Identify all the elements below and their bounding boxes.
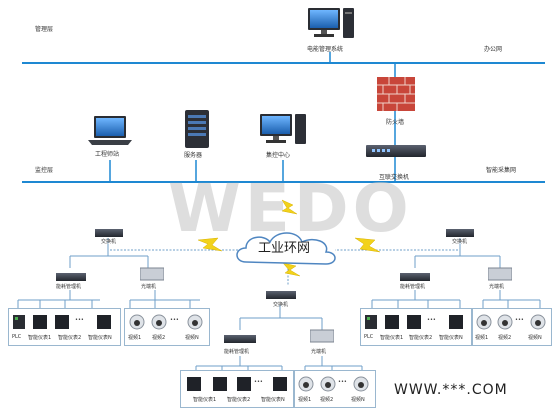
left-switch-label: 交换机: [101, 239, 117, 245]
center-meterN-label: 智能仪表N: [261, 397, 285, 403]
center-meter1-label: 智能仪表1: [193, 397, 217, 403]
meter-icons: [13, 315, 111, 329]
left-plc-label: PLC: [12, 334, 22, 340]
center-optical-label: 光端机: [311, 349, 327, 355]
right-optical-label: 光端机: [489, 284, 505, 290]
desktop-computer-icon: [260, 114, 306, 144]
switch-icon: [56, 273, 86, 281]
left-camera-dots: •••: [170, 317, 179, 323]
right-cam2-label: 视频2: [498, 335, 512, 341]
right-meterN-label: 智能仪表N: [439, 335, 463, 341]
server-tower-icon: [185, 110, 209, 148]
center-optical: [309, 328, 335, 348]
layer-management-label: 管理层: [35, 26, 54, 33]
right-meter-card: ••• PLC 智能仪表1 智能仪表2 智能仪表N: [360, 308, 472, 346]
server-label: 服务器: [184, 152, 203, 159]
right-camN-label: 视频N: [528, 335, 542, 341]
left-meter1-label: 智能仪表1: [28, 335, 52, 341]
center-camN-label: 视频N: [351, 397, 365, 403]
optical-transceiver-icon: [487, 267, 513, 281]
switch-icon: [400, 273, 430, 281]
right-meter1-label: 智能仪表1: [380, 335, 404, 341]
right-meter-dots: •••: [427, 317, 436, 323]
meter-icons: [365, 315, 463, 329]
center-comm-mgr-label: 能耗管理机: [224, 349, 250, 355]
switch-icon: [446, 229, 474, 237]
ems-computer: [306, 6, 356, 48]
right-meter2-label: 智能仪表2: [409, 335, 433, 341]
meter-icons: [187, 377, 287, 391]
center-meter-dots: •••: [254, 379, 263, 385]
firewall-icon: [377, 77, 415, 111]
desktop-computer-icon: [308, 8, 354, 38]
control-center-node: [258, 112, 308, 152]
firewall-label: 防火墙: [386, 119, 405, 126]
workstation-node: [88, 114, 132, 150]
switch-icon: [366, 145, 426, 157]
ring-label: 工业环网: [258, 241, 311, 256]
right-switch-label: 交换机: [452, 239, 468, 245]
right-camera-card: ••• 视频1 视频2 视频N: [472, 308, 552, 346]
camera-icons: [129, 314, 203, 330]
left-switch: [95, 224, 123, 243]
switch-icon: [224, 335, 256, 343]
control-center-label: 集控中心: [266, 152, 291, 159]
left-comm-mgr-label: 能耗管理机: [56, 284, 82, 290]
center-switch-label: 交换机: [273, 302, 289, 308]
lightning-bolts: [197, 199, 381, 277]
center-comm-mgr: [224, 330, 256, 349]
center-cam2-label: 视频2: [320, 397, 334, 403]
firewall-node: [377, 77, 415, 115]
camera-icons: [298, 376, 369, 392]
center-camera-dots: •••: [338, 379, 347, 385]
footer-url: WWW.***.COM: [394, 382, 508, 398]
acquisition-net-label: 智能采集网: [486, 167, 517, 174]
ems-label: 电能管理系统: [307, 46, 344, 53]
left-meter-card: ••• PLC 智能仪表1 智能仪表2 智能仪表N: [8, 308, 121, 346]
interconnect-switch-label: 互联交换机: [379, 174, 410, 181]
left-comm-mgr: [56, 268, 86, 287]
right-comm-mgr-label: 能耗管理机: [400, 284, 426, 290]
center-cam1-label: 视频1: [298, 397, 312, 403]
right-plc-label: PLC: [364, 334, 374, 340]
switch-icon: [95, 229, 123, 237]
right-comm-mgr: [400, 268, 430, 287]
right-cam1-label: 视频1: [475, 335, 489, 341]
center-meter2-label: 智能仪表2: [227, 397, 251, 403]
center-camera-card: ••• 视频1 视频2 视频N: [294, 370, 376, 408]
left-meter-dots: •••: [75, 317, 84, 323]
optical-transceiver-icon: [309, 329, 335, 343]
office-net-label: 办公网: [484, 46, 503, 53]
laptop-icon: [88, 116, 132, 145]
center-switch: [266, 286, 296, 305]
left-cam1-label: 视频1: [128, 335, 142, 341]
optical-transceiver-icon: [139, 267, 165, 281]
interconnect-switch-node: [366, 143, 426, 163]
left-camN-label: 视频N: [185, 335, 199, 341]
left-meterN-label: 智能仪表N: [88, 335, 112, 341]
center-meter-card: ••• 智能仪表1 智能仪表2 智能仪表N: [180, 370, 294, 408]
left-meter2-label: 智能仪表2: [58, 335, 82, 341]
server-node: [183, 110, 211, 152]
right-switch: [446, 224, 474, 243]
right-camera-dots: •••: [515, 317, 524, 323]
left-cam2-label: 视频2: [152, 335, 166, 341]
camera-icons: [476, 314, 546, 330]
workstation-label: 工程师站: [95, 151, 120, 158]
industrial-ring-cloud: [232, 228, 344, 272]
left-optical-label: 光端机: [141, 284, 157, 290]
switch-icon: [266, 291, 296, 299]
cloud-icon: [236, 232, 336, 265]
layer-monitoring-label: 监控层: [35, 167, 54, 174]
left-camera-card: ••• 视频1 视频2 视频N: [124, 308, 210, 346]
